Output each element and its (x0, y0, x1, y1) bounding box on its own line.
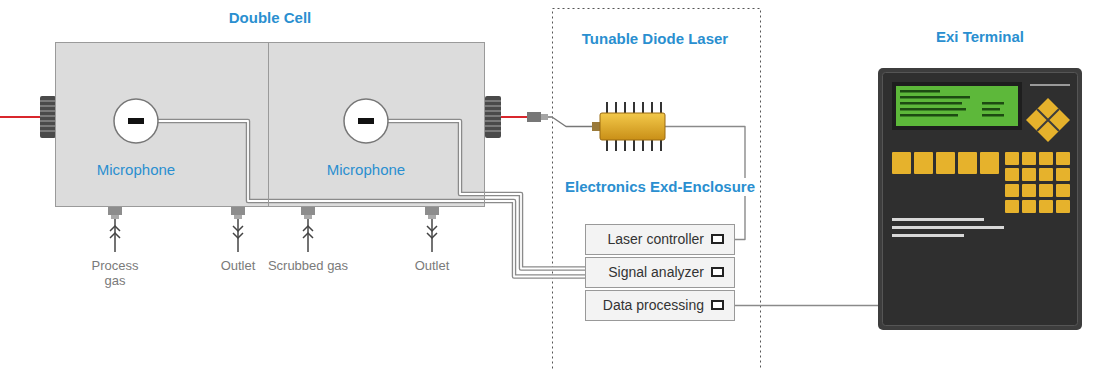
electronics-module: Data processing (585, 290, 735, 321)
electronics-module: Signal analyzer (585, 257, 735, 288)
heading: Double Cell (56, 9, 484, 27)
fiber-connector (527, 112, 541, 122)
label-slot: Outlet (397, 258, 467, 273)
label-slot: Scrubbed gas (258, 258, 358, 273)
status-indicator (711, 300, 724, 310)
signal-cable (158, 121, 585, 277)
part-label: Microphone (66, 161, 206, 179)
label-slot: Process gas (86, 258, 144, 288)
heading: Exi Terminal (878, 28, 1082, 46)
port-label: Outlet (203, 258, 273, 273)
double-cell: Double CellMicrophoneMicrophone (55, 42, 485, 207)
exd-enclosure-outline (553, 9, 761, 369)
electronics-module: Laser controller (585, 224, 735, 255)
cell-chamber: Microphone (269, 43, 484, 206)
gas-ports (108, 207, 439, 252)
laser-beam (501, 116, 527, 118)
part-label: Microphone (296, 161, 436, 179)
cell-chamber: Microphone (56, 43, 269, 206)
laser-illustration (560, 30, 750, 154)
module-label: Signal analyzer (608, 258, 704, 287)
microphone-symbol (112, 97, 160, 145)
port-label: Scrubbed gas (258, 258, 358, 273)
heading: Electronics Exd-Enclosure (562, 178, 758, 196)
cell-fill (55, 42, 485, 207)
cell-window-knob (40, 96, 56, 138)
exi-terminal: Exi Terminal (878, 28, 1082, 330)
cell-window-knob (485, 96, 501, 138)
module-label: Laser controller (608, 225, 705, 254)
port-label: Outlet (397, 258, 467, 273)
tunable-diode-laser: Tunable Diode Laser (560, 30, 750, 154)
status-indicator (711, 267, 724, 277)
signal-cable (388, 121, 585, 269)
fiber-connector (541, 114, 548, 120)
port-label: Process gas (86, 258, 144, 288)
laser-beam (0, 116, 40, 118)
heading: Tunable Diode Laser (560, 30, 750, 48)
laser-body (600, 113, 665, 140)
wire (735, 305, 878, 306)
electronics-enclosure: Electronics Exd-EnclosureLaser controlle… (555, 178, 765, 324)
module-label: Data processing (603, 291, 704, 320)
label-slot: Outlet (203, 258, 273, 273)
microphone-symbol (342, 97, 390, 145)
terminal-device (878, 68, 1082, 330)
status-indicator (711, 234, 724, 244)
